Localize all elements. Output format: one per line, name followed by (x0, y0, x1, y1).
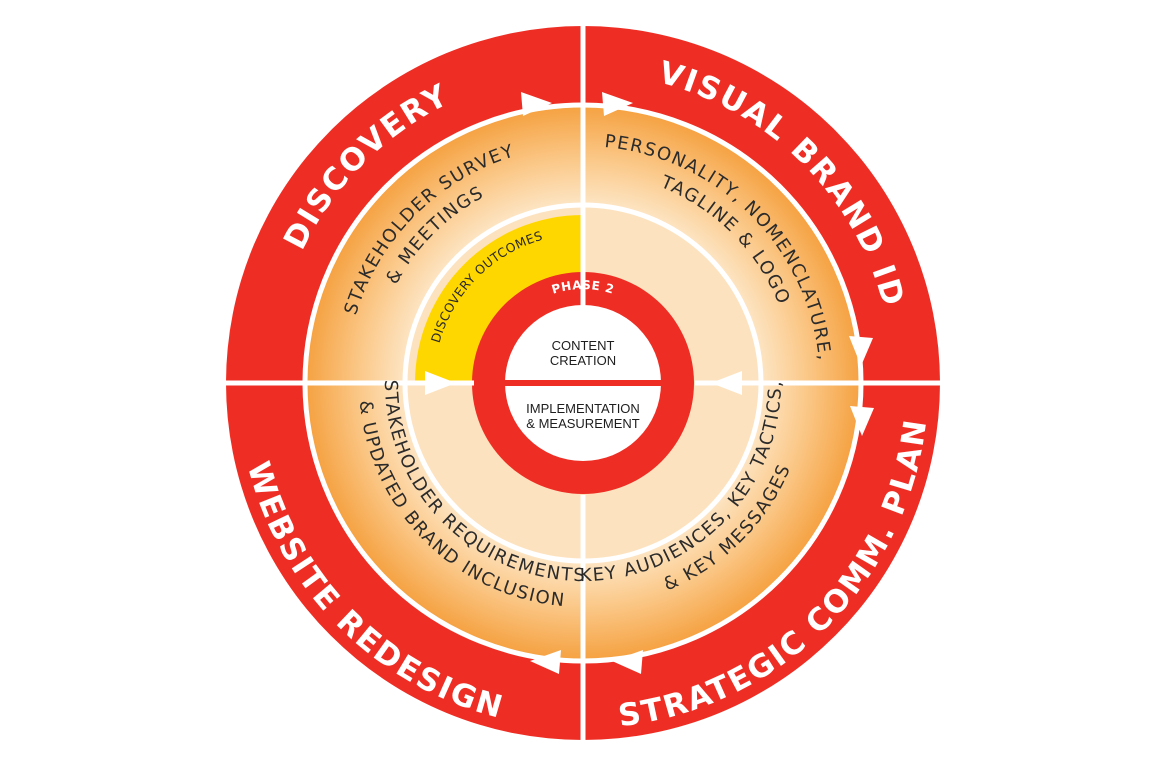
arrow-strategic-left-icon (612, 650, 643, 674)
arrow-website-left-icon (530, 650, 561, 674)
divider-left (224, 380, 474, 386)
arrow-strategic-down-icon (850, 406, 874, 436)
center-divider (505, 380, 661, 386)
divider-right (695, 380, 945, 386)
flow-arrows (425, 92, 874, 674)
center-bottom-line-2: & MEASUREMENT (526, 416, 639, 431)
arrow-discovery-icon (521, 92, 552, 116)
divider-bottom (580, 495, 586, 745)
arrow-visual-icon (602, 92, 633, 116)
phase-label: PHASE 2 (550, 278, 616, 297)
center-top-line-2: CREATION (550, 353, 616, 368)
arrow-inner-left-icon (425, 371, 456, 395)
divider-top (580, 24, 586, 343)
arrow-visual-down-icon (849, 336, 873, 366)
discovery-outcomes-segment (415, 215, 583, 383)
center-top-line-1: CONTENT (552, 338, 615, 353)
arrow-inner-right-icon (711, 371, 742, 395)
center-bottom-line-1: IMPLEMENTATION (526, 401, 640, 416)
